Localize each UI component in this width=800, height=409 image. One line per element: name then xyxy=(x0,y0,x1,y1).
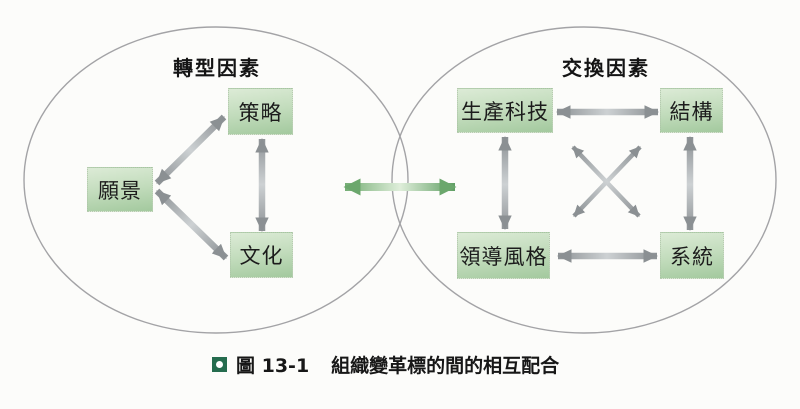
arrow-vision-culture xyxy=(154,188,229,261)
box-leadership-style: 領導風格 xyxy=(457,232,550,279)
figure-title: 組織變革標的間的相互配合 xyxy=(331,355,560,377)
figure-bullet-icon xyxy=(212,357,227,372)
arrow-structure-leadership-cross xyxy=(572,145,642,218)
box-culture: 文化 xyxy=(230,232,293,278)
right-group-title: 交換因素 xyxy=(562,56,650,80)
box-production-technology: 生產科技 xyxy=(457,88,553,133)
left-group-title: 轉型因素 xyxy=(173,56,261,80)
box-strategy: 策略 xyxy=(228,88,293,135)
box-structure: 結構 xyxy=(660,88,723,133)
box-systems: 系統 xyxy=(660,232,724,279)
figure-number: 圖 13-1 xyxy=(236,355,310,377)
box-vision: 願景 xyxy=(87,167,153,212)
figure-caption: 圖 13-1 組織變革標的間的相互配合 xyxy=(212,351,559,378)
arrow-vision-strategy xyxy=(154,114,227,186)
